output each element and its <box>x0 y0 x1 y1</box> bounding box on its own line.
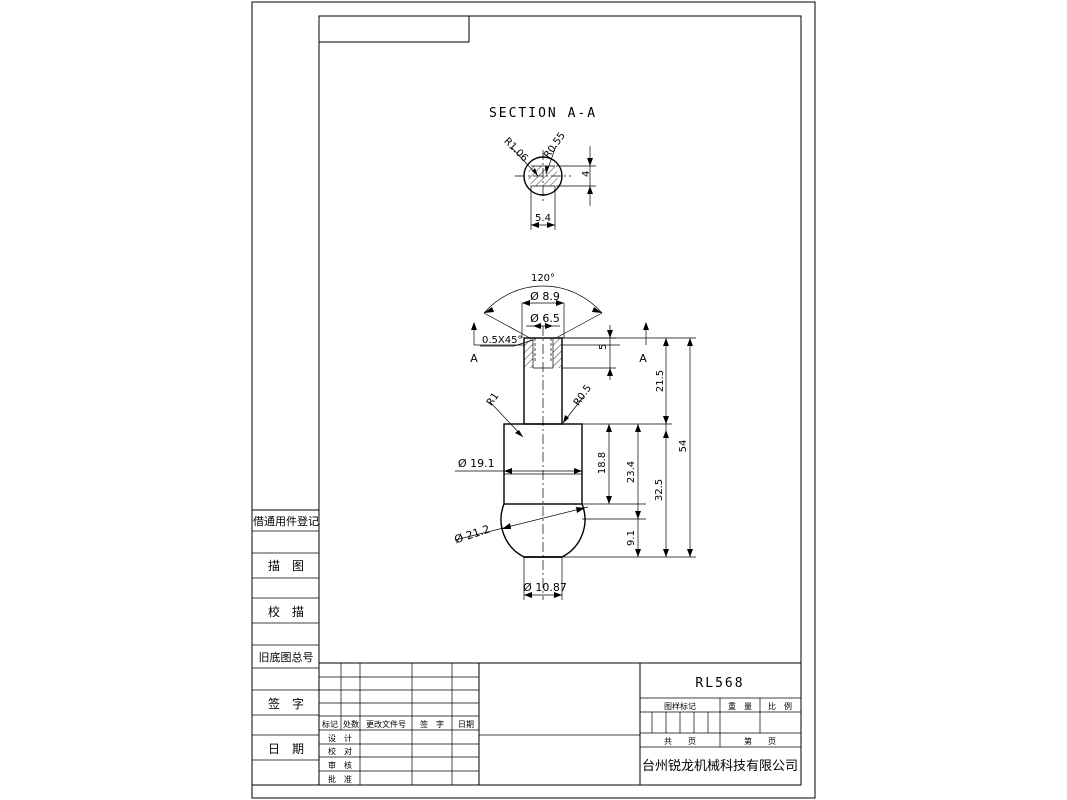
col-mark: 标记 <box>322 719 338 729</box>
col-sign: 签 字 <box>420 719 444 729</box>
dim-h-91: 9.1 <box>626 530 637 546</box>
row-approve: 批 准 <box>328 774 352 784</box>
dim-r05: R0.5 <box>572 383 594 408</box>
row-design: 设 计 <box>328 733 352 743</box>
dim-h-234: 23.4 <box>626 461 637 483</box>
dim-dia-1087: Ø 10.87 <box>523 581 567 594</box>
dim-h-188: 18.8 <box>597 452 608 474</box>
total-pages-label: 共 页 <box>664 737 696 746</box>
left-panel-proof: 校 描 <box>268 604 304 619</box>
dim-dia-191: Ø 19.1 <box>458 457 495 470</box>
dim-angle: 120° <box>531 273 555 284</box>
col-date: 日期 <box>458 720 474 729</box>
dim-h-325: 32.5 <box>654 479 665 501</box>
dim-dia-89: Ø 8.9 <box>530 290 560 303</box>
section-dim-height: 4 <box>581 171 592 177</box>
stage-mark-label: 图样标记 <box>664 701 696 711</box>
section-view: SECTION A-A R1.06 R0.55 4 5.4 <box>489 106 597 230</box>
cut-label-right: A <box>639 352 647 365</box>
left-panel-old-no: 旧底图总号 <box>259 650 314 664</box>
left-panel-trace: 描 图 <box>268 559 304 573</box>
dim-h-54: 54 <box>678 440 689 453</box>
scale-label: 比 例 <box>768 701 792 711</box>
dim-depth-5: 5 <box>598 344 609 350</box>
title-block-right: RL568 图样标记 重 量 比 例 共 页 第 页 台州锐龙机械科技有限公司 <box>639 662 802 786</box>
revision-table: 标记 处数 更改文件号 签 字 日期 设 计 校 对 审 核 批 准 <box>318 662 480 786</box>
cut-label-left: A <box>470 352 478 365</box>
dim-dia-65: Ø 6.5 <box>530 312 560 325</box>
row-review: 审 核 <box>328 760 352 770</box>
company-name: 台州锐龙机械科技有限公司 <box>642 759 798 774</box>
left-side-panel: 借通用件登记 描 图 校 描 旧底图总号 签 字 日 期 <box>251 509 320 786</box>
part-number: RL568 <box>695 676 744 691</box>
section-dim-width: 5.4 <box>535 213 551 224</box>
main-view: A A 120° Ø 8.9 Ø 6.5 0.5X45° 5 <box>453 273 696 600</box>
sheet-label: 第 页 <box>744 736 776 746</box>
section-dim-r2: R0.55 <box>542 131 568 161</box>
left-panel-registry: 借通用件登记 <box>253 514 319 528</box>
dim-dia-212: Ø 21.2 <box>453 523 492 547</box>
left-panel-sign: 签 字 <box>268 696 304 711</box>
dim-r1: R1 <box>485 391 502 408</box>
col-doc: 更改文件号 <box>366 719 406 729</box>
dim-h-215: 21.5 <box>655 370 666 392</box>
row-check: 校 对 <box>328 746 352 756</box>
dim-chamfer: 0.5X45° <box>482 335 522 346</box>
weight-label: 重 量 <box>728 701 752 711</box>
left-panel-date: 日 期 <box>268 742 304 756</box>
title-block-middle <box>478 662 641 786</box>
section-dim-r1: R1.06 <box>501 136 529 164</box>
col-qty: 处数 <box>343 719 359 729</box>
section-title: SECTION A-A <box>489 106 597 121</box>
